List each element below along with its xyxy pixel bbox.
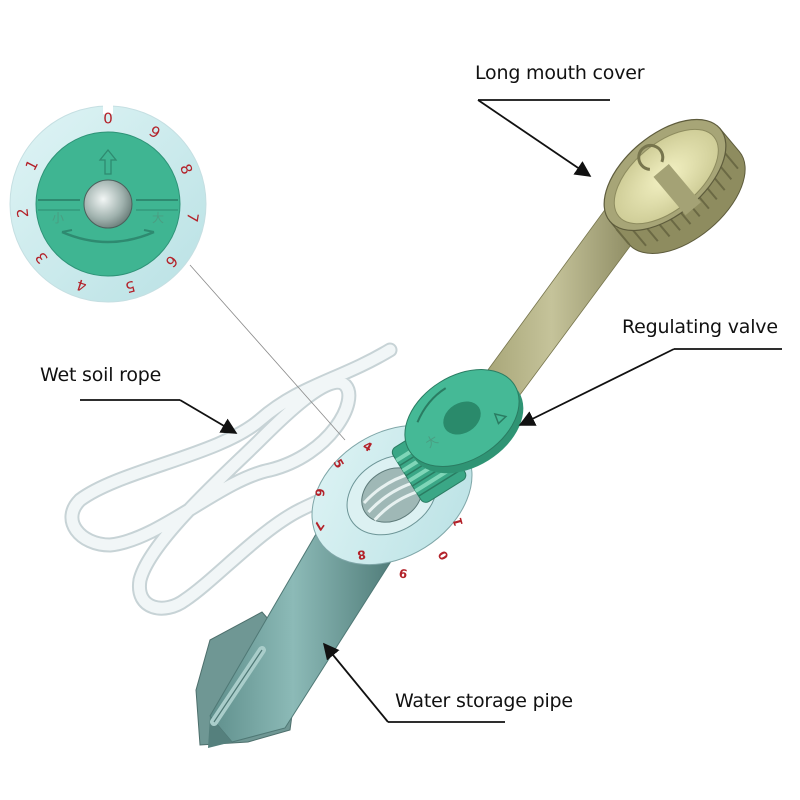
water-storage-pipe [195,509,396,748]
dial-number-0: 0 [103,110,113,128]
long-mouth-cover [603,118,746,254]
ring-number-6: 6 [312,488,327,498]
dial-number-2: 2 [14,207,33,218]
wet-soil-rope [64,342,398,616]
dial-char-big: 大 [152,211,164,225]
dial-leader-line [189,264,346,441]
label-wet-soil-rope: Wet soil rope [40,364,162,386]
ring-number-0: 0 [435,548,451,562]
cover-leader [477,99,610,177]
dial-number-5: 5 [123,277,137,297]
dial-number-7: 7 [183,211,202,223]
ring-number-8: 8 [356,547,367,562]
leader-lines [80,99,782,723]
pipe-leader [322,642,505,723]
dial-detail: 小 大 [9,104,207,303]
label-long-mouth-cover: Long mouth cover [475,62,645,84]
regulating-valve: 大 [391,369,524,503]
ring-number-9: 9 [398,566,409,581]
valve-leader [518,348,782,426]
label-water-storage-pipe: Water storage pipe [395,690,573,712]
label-regulating-valve: Regulating valve [622,316,778,338]
rope-leader [80,399,238,434]
dial-char-small: 小 [52,211,64,225]
ring-number-1: 1 [450,516,466,528]
